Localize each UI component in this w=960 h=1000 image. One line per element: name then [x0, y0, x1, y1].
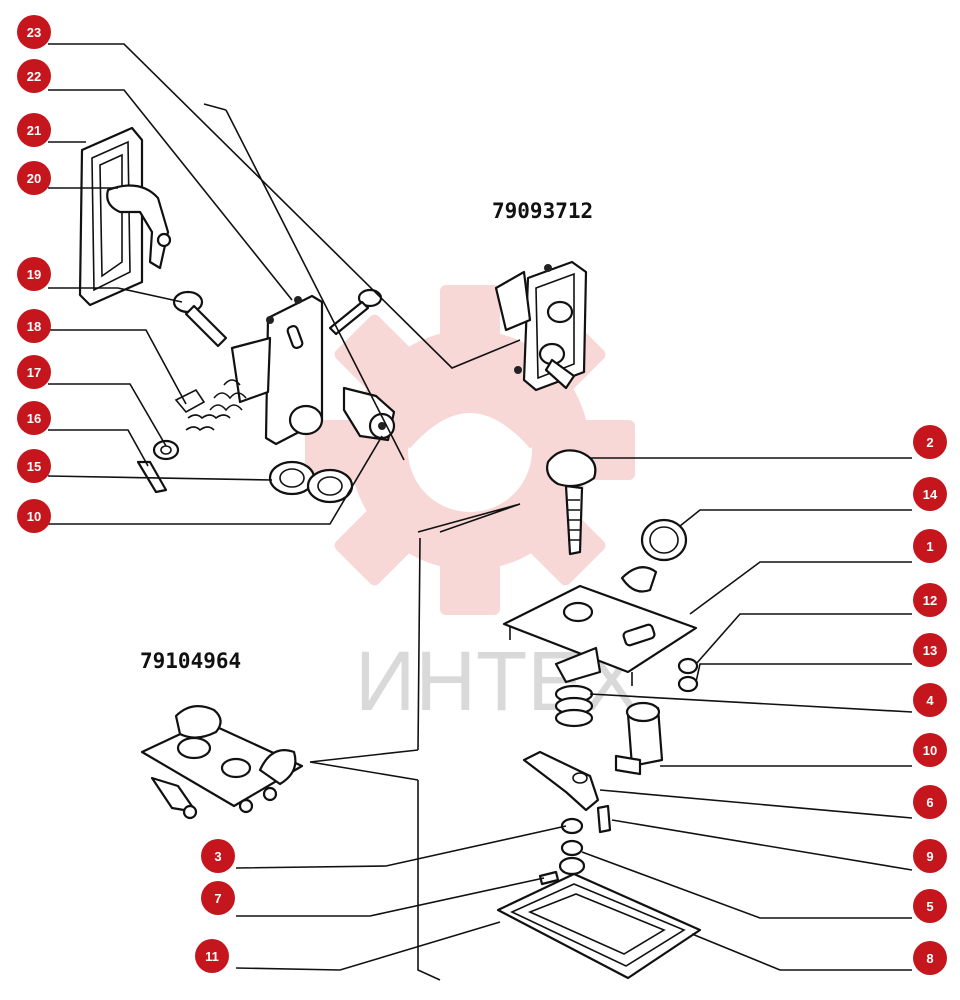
lever-6 [522, 750, 600, 812]
callout-18: 18 [17, 309, 51, 343]
svg-text:21: 21 [27, 123, 41, 138]
callout-7: 7 [201, 881, 235, 915]
svg-text:7: 7 [214, 891, 221, 906]
assembly-79104964 [140, 705, 304, 820]
callout-3: 3 [201, 839, 235, 873]
callout-15: 15 [17, 449, 51, 483]
gasket-21 [78, 126, 144, 307]
callout-13: 13 [913, 633, 947, 667]
bracket-under [554, 646, 602, 684]
callout-4: 4 [913, 683, 947, 717]
svg-text:5: 5 [926, 899, 933, 914]
callout-1: 1 [913, 529, 947, 563]
svg-text:8: 8 [926, 951, 933, 966]
spring-18 [174, 388, 231, 432]
plate-22 [230, 294, 324, 446]
cap-14 [620, 518, 688, 593]
callout-9: 9 [913, 839, 947, 873]
nut-12 [677, 657, 699, 675]
pin-9 [596, 804, 612, 834]
washer-3 [560, 817, 584, 835]
callout-10-left: 10 [17, 499, 51, 533]
bushing-19 [172, 290, 228, 348]
svg-text:9: 9 [926, 849, 933, 864]
spring-17 [209, 379, 247, 412]
svg-text:14: 14 [923, 487, 938, 502]
svg-text:4: 4 [926, 693, 934, 708]
callout-21: 21 [17, 113, 51, 147]
callout-23: 23 [17, 15, 51, 49]
cap-seal [268, 460, 354, 504]
assembly-leader-lower [309, 537, 441, 981]
svg-text:12: 12 [923, 593, 937, 608]
callout-16: 16 [17, 401, 51, 435]
nut-13 [677, 675, 699, 693]
svg-text:22: 22 [27, 69, 41, 84]
assembly-code-upper: 79093712 [492, 199, 593, 223]
lock-cylinder-10 [614, 701, 664, 776]
bolt-23 [328, 288, 383, 336]
svg-text:2: 2 [926, 435, 933, 450]
callout-17: 17 [17, 355, 51, 389]
callout-11: 11 [195, 939, 229, 973]
callout-20: 20 [17, 161, 51, 195]
svg-text:10: 10 [27, 509, 41, 524]
callout-5: 5 [913, 889, 947, 923]
spring-4 [554, 684, 594, 728]
svg-text:6: 6 [926, 795, 933, 810]
callout-19: 19 [17, 257, 51, 291]
callout-12: 12 [913, 583, 947, 617]
svg-text:19: 19 [27, 267, 41, 282]
svg-text:23: 23 [27, 25, 41, 40]
svg-text:15: 15 [27, 459, 41, 474]
callout-6: 6 [913, 785, 947, 819]
svg-text:10: 10 [923, 743, 937, 758]
washer-5 [558, 839, 586, 876]
svg-text:18: 18 [27, 319, 41, 334]
callout-leaders [47, 43, 913, 971]
svg-text:3: 3 [214, 849, 221, 864]
svg-text:1: 1 [926, 539, 933, 554]
gasket-8 [496, 872, 702, 980]
latch-20 [106, 184, 172, 270]
svg-text:16: 16 [27, 411, 41, 426]
assembly-leader-upper [203, 103, 521, 533]
callout-22: 22 [17, 59, 51, 93]
svg-text:17: 17 [27, 365, 41, 380]
washer-16 [152, 439, 180, 461]
lock-cylinder-upper [342, 386, 396, 442]
svg-text:13: 13 [923, 643, 937, 658]
svg-text:20: 20 [27, 171, 41, 186]
callout-2: 2 [913, 425, 947, 459]
svg-text:11: 11 [205, 949, 219, 964]
plate-1 [502, 584, 698, 686]
callout-14: 14 [913, 477, 947, 511]
pin-7 [538, 870, 560, 886]
knob-2 [546, 449, 597, 556]
assembly-79093712 [494, 260, 588, 392]
assembly-code-lower: 79104964 [140, 649, 241, 673]
callout-10-right: 10 [913, 733, 947, 767]
callout-8: 8 [913, 941, 947, 975]
watermark-gear-icon [305, 285, 635, 615]
